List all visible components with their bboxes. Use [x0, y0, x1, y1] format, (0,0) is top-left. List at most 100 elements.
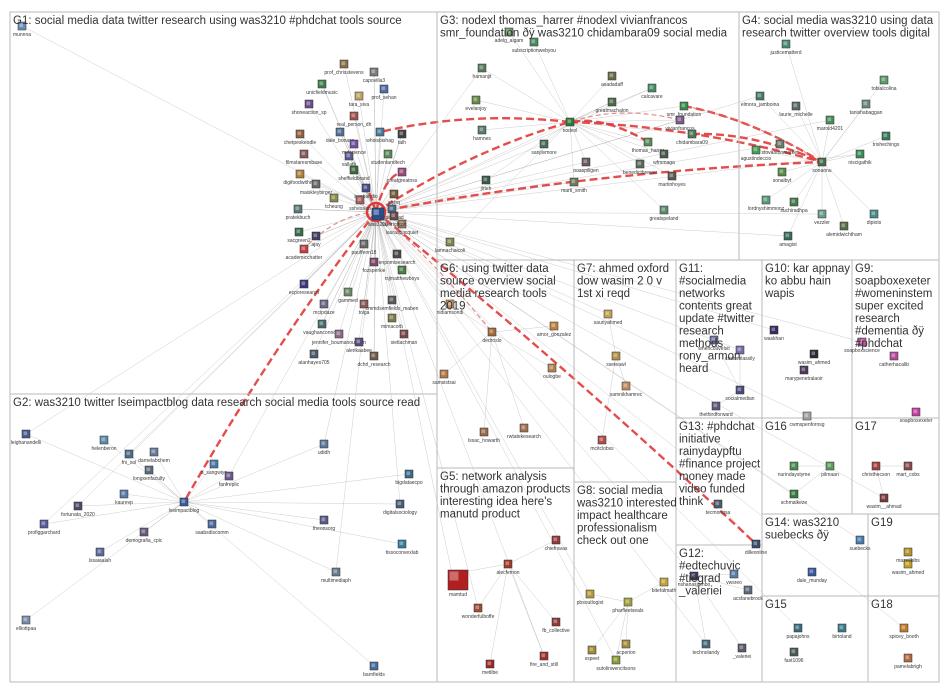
node-jennifer-boumanoutnum[interactable]: jennifer_boumanoutnum — [311, 329, 366, 346]
node-metilbe[interactable]: metilbe — [482, 659, 498, 676]
node-technolandy[interactable]: technolandy — [693, 639, 720, 656]
node-munnna[interactable]: munnna — [13, 21, 31, 38]
node-lamnachaicoli[interactable]: lamnachaicoli — [435, 237, 465, 254]
node-suebecks[interactable]: suebecks — [849, 535, 871, 552]
node--valeriei[interactable]: _valeriei — [732, 643, 752, 660]
node-hamanjit[interactable]: hamanjit — [473, 63, 493, 80]
node-tcheung[interactable]: tcheung — [325, 193, 343, 210]
node-sheffieldbrand[interactable]: sheffieldbrand — [338, 165, 370, 182]
node-sauriyahmed[interactable]: sauriyahmed — [594, 309, 623, 326]
node-christhecson[interactable]: christhecson — [862, 461, 890, 478]
node-wonderfulboffe[interactable]: wonderfulboffe — [462, 603, 495, 620]
node-mazeilbibs[interactable]: mazeilbibs — [896, 547, 920, 564]
node-alerikaabee[interactable]: alerikaabee — [346, 337, 372, 354]
node-trishechings[interactable]: trishechings — [873, 131, 900, 148]
node-mcitclobss[interactable]: mcitclobss — [590, 435, 614, 452]
node-chetpeskeodle[interactable]: chetpeskeodle — [284, 129, 316, 146]
node-papajohns[interactable]: papajohns — [786, 623, 810, 640]
node-martinhoyes[interactable]: martinhoyes — [658, 171, 686, 188]
node-sseteawl[interactable]: sseteawl — [606, 351, 626, 368]
node-dale-bonass[interactable]: dale_bonass — [326, 127, 355, 144]
node-sutolinwencitsons[interactable]: sutolinwencitsons — [596, 655, 636, 672]
node-elliottpaa[interactable]: elliottpaa — [16, 615, 36, 632]
node-chidambara09[interactable]: chidambara09 — [676, 129, 708, 146]
node-soapboxscience[interactable]: soapboxscience — [844, 337, 880, 354]
node-pratekbuch[interactable]: pratekbuch — [286, 204, 311, 221]
node-vwsreo[interactable]: vwsreo — [726, 569, 742, 586]
node-noaspiligen[interactable]: noaspiligen — [573, 157, 599, 174]
node-evelanjoy[interactable]: evelanjoy — [465, 95, 487, 112]
node-ecporesearch[interactable]: ecporesearch — [289, 279, 320, 296]
node-ajay[interactable]: ajay — [311, 231, 321, 248]
node-agustindeccio[interactable]: agustindeccio — [741, 145, 772, 162]
node-udidh[interactable]: udidh — [318, 439, 330, 456]
node-elmora-jamboina[interactable]: elmora_jamboina — [741, 91, 780, 108]
node-tolga[interactable]: tolga — [359, 299, 370, 316]
node-mart-cobs[interactable]: mart_cobs — [896, 461, 920, 478]
node-alecfemon[interactable]: alecfemon — [496, 559, 520, 576]
node-subscriptionwebyou[interactable]: subscriptionwebyou — [512, 37, 556, 54]
node-spicey-booth[interactable]: spicey_booth — [889, 623, 919, 640]
node-calcavare[interactable]: calcavare — [641, 83, 663, 100]
node-chiefravas[interactable]: chiefravas — [545, 535, 568, 552]
node-studentandtech[interactable]: studentandtech — [371, 149, 405, 166]
node-fast1096[interactable]: fast1096 — [784, 647, 804, 664]
node-rwtatekesearch[interactable]: rwtatekesearch — [507, 423, 541, 440]
node-vaughanconnolly[interactable]: vaughanconnolly — [303, 319, 341, 336]
node-digifoodwithme[interactable]: digifoodwithme — [283, 169, 317, 186]
node-bigdataecpo[interactable]: bigdataecpo — [395, 469, 423, 486]
node-saabsdiscomm[interactable]: saabsdiscomm — [195, 519, 229, 536]
node-sacgreen2[interactable]: sacgreen2 — [287, 227, 311, 244]
node-samsistsai[interactable]: samsistsai — [432, 369, 456, 386]
node-fni-sol[interactable]: fni_sol — [122, 449, 136, 466]
node-pbsoutlogist[interactable]: pbsoutlogist — [577, 589, 604, 606]
node-amagist[interactable]: amagist — [779, 231, 797, 248]
node-benedictbrewer[interactable]: benedictbrewer — [623, 159, 658, 176]
node-birtoland[interactable]: birtoland — [832, 623, 852, 640]
node-gammed[interactable]: gammed — [338, 287, 358, 304]
node-filmstaresmbase[interactable]: filmstaresmbase — [286, 149, 323, 166]
node-cmmdsemfields-maben[interactable]: cmmdsemfields_maben — [366, 295, 419, 312]
node-digitalsociology[interactable]: digitalsociology — [383, 499, 417, 516]
node-sanjiivmore[interactable]: sanjiivmore — [531, 139, 557, 156]
node-amor-gonzalez[interactable]: amor_gonzalez — [537, 321, 572, 338]
node-mdscience[interactable]: mdscience — [342, 139, 366, 156]
node-alanhayes705[interactable]: alanhayes705 — [298, 349, 330, 366]
node-justicematterd[interactable]: justicematterd — [769, 39, 802, 56]
node-nodexl[interactable]: nodexl — [563, 117, 578, 134]
node-fb-collective[interactable]: fb_collective — [542, 617, 570, 634]
node-marold4201[interactable]: marold4201 — [817, 115, 844, 132]
node-academicchatter[interactable]: academicchatter — [286, 244, 323, 261]
node-dchrl-research[interactable]: dchrl_research — [357, 351, 391, 368]
node-wasim-ahmed[interactable]: wasim_ahmed — [798, 349, 830, 366]
node-smr-foundation[interactable]: smr_foundation — [667, 101, 702, 118]
node-shoneaction-sp[interactable]: shoneaction_sp — [291, 99, 327, 116]
node-multimediaph[interactable]: multimediaph — [321, 567, 351, 584]
node-d-sangwiyo[interactable]: d_sangwiyo — [201, 459, 228, 476]
node-fire-and-still[interactable]: fire_and_still — [530, 651, 558, 668]
node-alemidwichtham[interactable]: alemidwichtham — [826, 221, 862, 238]
node-slyfrq[interactable]: slyfrq — [388, 189, 400, 206]
node-capovilla3[interactable]: capovilla3 — [363, 67, 385, 84]
node-mcipdaze[interactable]: mcipdaze — [313, 299, 335, 316]
node-adelg-aigam[interactable]: adelg_aigam — [495, 27, 524, 44]
node-kaurevp[interactable]: kaurevp — [115, 489, 133, 506]
node-lseimpactblog[interactable]: lseimpactblog — [169, 497, 200, 514]
node-socialmedian[interactable]: socialmedian — [725, 385, 755, 402]
node-pharfleetseals[interactable]: pharfleetseals — [612, 597, 644, 614]
node-fozsperkie[interactable]: fozsperkie — [363, 257, 386, 274]
node-enpomisesearch[interactable]: enpomisesearch — [379, 249, 416, 266]
node-nidiamsondi[interactable]: nidiamsondi — [437, 299, 464, 316]
node-lssaiaalah[interactable]: lssaiaalah — [89, 547, 111, 564]
node-acsfanebrock[interactable]: acsfanebrock — [733, 585, 763, 602]
node-schmalkeze[interactable]: schmalkeze — [781, 489, 808, 506]
node-barnfields[interactable]: barnfields — [363, 661, 385, 678]
node-tara-siva[interactable]: tara_siva — [349, 91, 370, 108]
node-benbandio[interactable]: benbandio — [354, 183, 378, 200]
node-prof-sehan[interactable]: prof_sehan — [371, 84, 397, 101]
node-waskhan[interactable]: waskhan — [764, 325, 784, 342]
node-thomas-harrer[interactable]: thomas_harrer — [632, 137, 665, 154]
node-leighanandelli[interactable]: leighanandelli — [11, 429, 42, 446]
node-oulogbe[interactable]: oulogbe — [543, 363, 561, 380]
node-prof-chrisstevens[interactable]: prof_chrisstevens — [324, 59, 364, 76]
